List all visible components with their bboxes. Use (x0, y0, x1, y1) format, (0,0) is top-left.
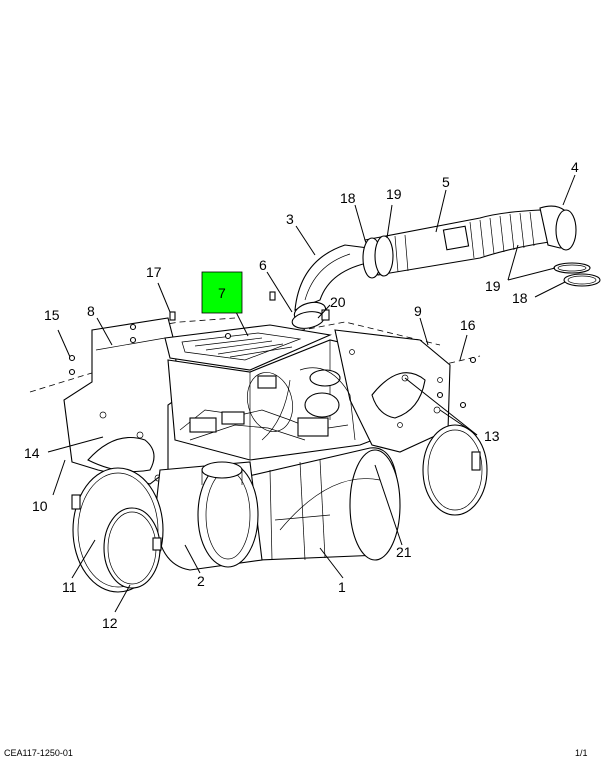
front-canister (154, 461, 263, 571)
flex-exhaust-pipe (364, 209, 566, 276)
exhaust-outlet-end (539, 205, 577, 251)
callout-18b: 18 (512, 290, 528, 306)
callout-20: 20 (330, 294, 346, 310)
callout-17: 17 (146, 264, 162, 280)
callout-19a: 19 (386, 186, 402, 202)
diesel-particulate-filter-canister (239, 447, 401, 561)
callout-1: 1 (338, 579, 346, 595)
callout-11: 11 (62, 579, 77, 595)
page-number: 1/1 (575, 748, 588, 758)
fasteners (68, 291, 477, 409)
callout-2: 2 (197, 573, 205, 589)
leader-lines (47, 174, 576, 613)
callout-labels: 1 2 3 4 5 6 7 8 9 10 11 12 13 14 15 16 1… (24, 159, 579, 631)
callout-13: 13 (484, 428, 500, 444)
callout-19b: 19 (485, 278, 501, 294)
top-cover-plate (164, 324, 332, 371)
callout-7-highlight (201, 271, 243, 314)
callout-16: 16 (460, 317, 476, 333)
callout-14: 14 (24, 445, 40, 461)
callout-6: 6 (259, 257, 267, 273)
loose-clamp-19 (553, 262, 591, 274)
pipe-clamp-left (362, 235, 394, 279)
right-clamp-ring (422, 424, 488, 516)
callout-15: 15 (44, 307, 60, 323)
callout-10: 10 (32, 498, 48, 514)
front-clamp-ring-12 (103, 507, 162, 589)
loose-clamp-18 (563, 273, 601, 287)
drawing-reference-number: CEA117-1250-01 (4, 748, 73, 758)
callout-7: 7 (218, 285, 226, 301)
callout-5: 5 (442, 174, 450, 190)
right-mounting-bracket (334, 329, 451, 453)
left-mounting-bracket (63, 317, 179, 485)
callout-8: 8 (87, 303, 95, 319)
elbow-clamp (291, 309, 330, 329)
callout-9: 9 (414, 303, 422, 319)
wiring-harness-and-sensors (179, 367, 356, 441)
callout-3: 3 (286, 211, 294, 227)
callout-12: 12 (102, 615, 118, 631)
callout-18a: 18 (340, 190, 356, 206)
callout-4: 4 (571, 159, 579, 175)
callout-21: 21 (396, 544, 412, 560)
